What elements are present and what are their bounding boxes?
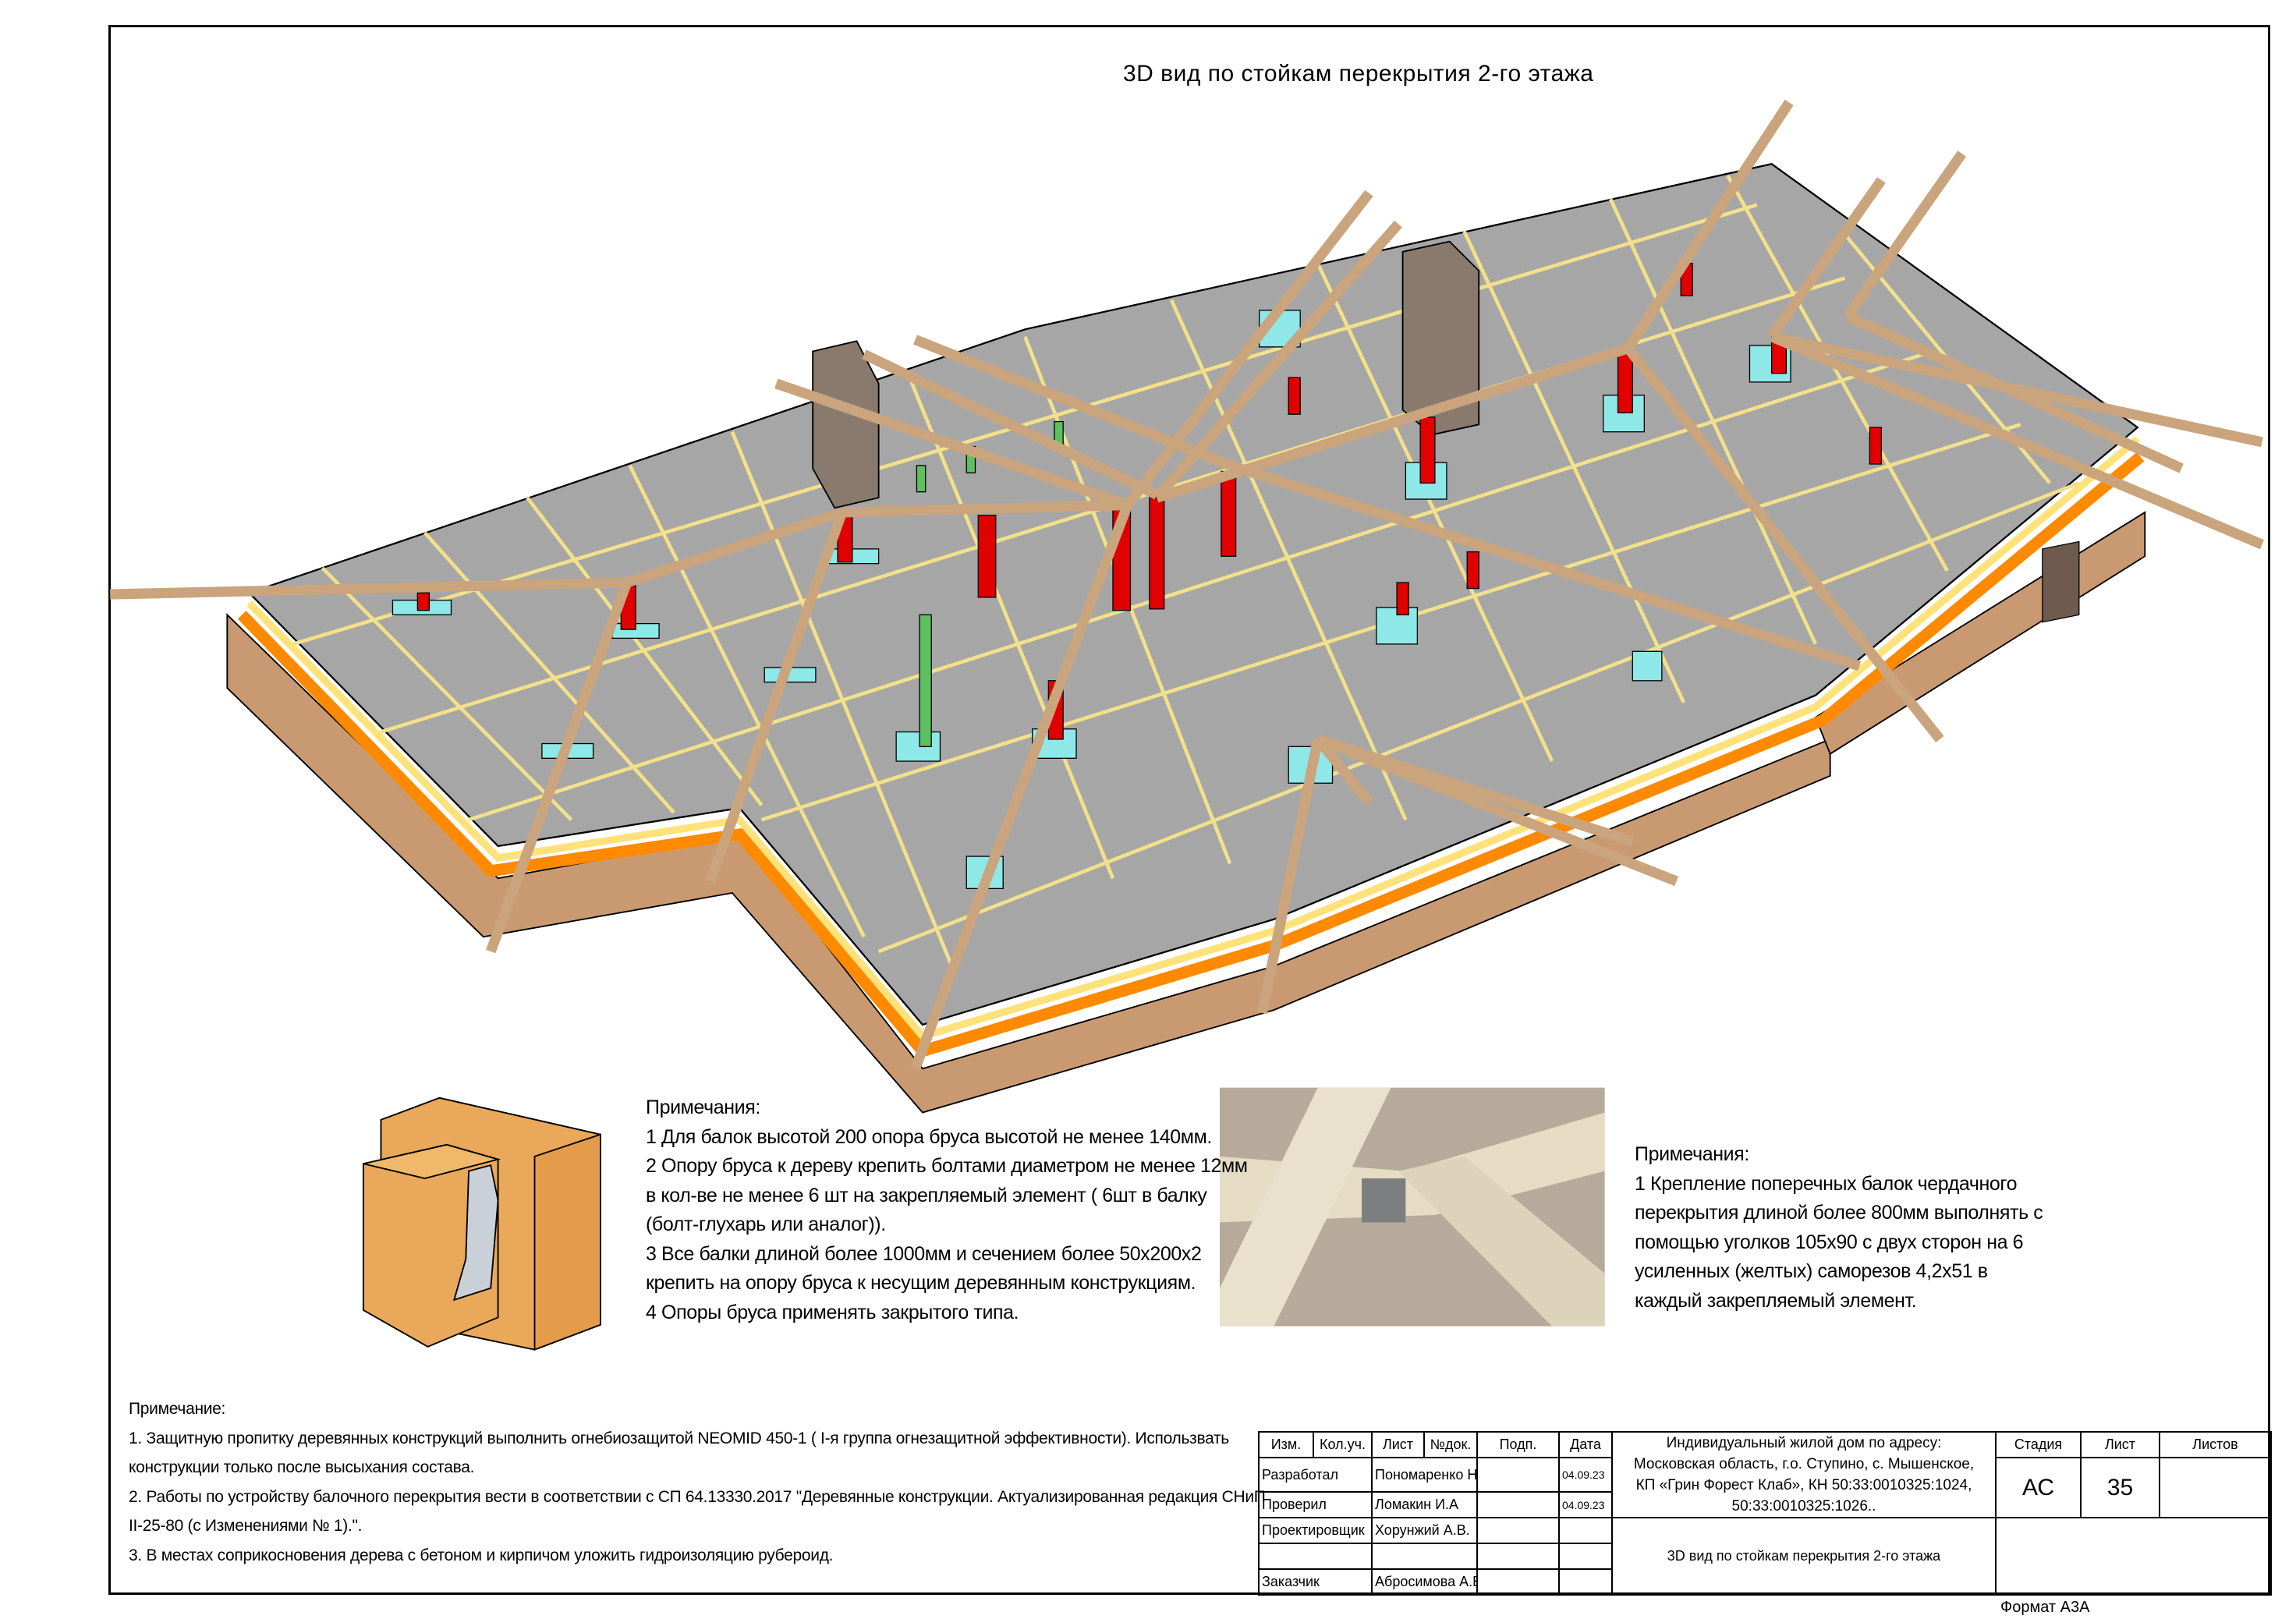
empty-cell	[1995, 1517, 2272, 1596]
sign-cell	[1476, 1568, 1560, 1596]
note-line: помощью уголков 105х90 с двух сторон на …	[1635, 1231, 2024, 1253]
floor-deck	[247, 163, 2139, 1026]
role-cell: Разработал	[1258, 1457, 1373, 1493]
sheet-format-label: Формат А3А	[2000, 1599, 2090, 1616]
sign-cell	[1476, 1491, 1560, 1518]
joist-hanger-illustration	[362, 1096, 601, 1351]
project-address: Индивидуальный жилой дом по адресу: Моск…	[1611, 1431, 1997, 1518]
note-line: 3 Все балки длиной более 1000мм и сечени…	[646, 1242, 1202, 1265]
stage-label: Стадия	[1995, 1431, 2082, 1458]
joists	[292, 175, 2080, 967]
header-cell: Кол.уч.	[1313, 1431, 1373, 1458]
notes-heading: Примечания:	[1635, 1143, 1749, 1165]
sheet-label: Лист	[2080, 1431, 2160, 1458]
role-cell	[1258, 1543, 1373, 1570]
name-cell: Ломакин И.А	[1371, 1491, 1478, 1518]
sign-cell	[1476, 1517, 1560, 1544]
note-line: усиленных (желтых) саморезов 4,2х51 в	[1635, 1260, 1988, 1282]
role-cell: Проектировщик	[1258, 1517, 1373, 1544]
header-cell: Изм.	[1258, 1431, 1314, 1458]
3d-floor-view	[110, 99, 2264, 1114]
chimneys	[812, 240, 1480, 509]
notes-middle: Примечания: 1 Для балок высотой 200 опор…	[646, 1093, 1248, 1327]
temporary-green-posts	[916, 420, 1064, 747]
note-line: II-25-80 (с Изменениями № 1).".	[129, 1517, 363, 1535]
notes-right: Примечания: 1 Крепление поперечных балок…	[1635, 1140, 2043, 1316]
header-cell: Лист	[1371, 1431, 1425, 1458]
note-line: 1 Для балок высотой 200 опора бруса высо…	[646, 1125, 1212, 1148]
header-cell: №док.	[1423, 1431, 1478, 1458]
note-line: 3. В местах соприкосновения дерева с бет…	[129, 1546, 834, 1564]
note-line: 2 Опору бруса к дереву крепить болтами д…	[646, 1155, 1248, 1177]
date-cell	[1558, 1568, 1613, 1596]
name-cell: Пономаренко Н.А.	[1371, 1457, 1478, 1493]
role-cell: Проверил	[1258, 1491, 1373, 1518]
note-line: 1. Защитную пропитку деревянных конструк…	[129, 1429, 1229, 1447]
note-line: конструкции только после высыхания соста…	[129, 1458, 475, 1476]
note-line: перекрытия длиной более 800мм выполнять …	[1635, 1202, 2043, 1224]
sheets-label: Листов	[2159, 1431, 2272, 1458]
beam-connection-photo	[1219, 1087, 1605, 1327]
notes-heading: Примечание:	[129, 1400, 226, 1418]
title-block: Изм. Кол.уч. Лист №док. Подп. Дата Индив…	[1258, 1431, 2272, 1596]
header-cell: Подп.	[1476, 1431, 1560, 1458]
date-cell: 04.09.23	[1558, 1491, 1613, 1518]
name-cell	[1371, 1543, 1478, 1570]
rafters	[110, 99, 2264, 1071]
note-line: каждый закрепляемый элемент.	[1635, 1289, 1917, 1312]
sign-cell	[1476, 1543, 1560, 1570]
date-cell: 04.09.23	[1558, 1457, 1613, 1493]
header-cell: Дата	[1558, 1431, 1613, 1458]
drawing-frame	[108, 25, 2270, 1595]
sheets-value	[2159, 1457, 2272, 1518]
notes-general: Примечание: 1. Защитную пропитку деревян…	[129, 1394, 1266, 1570]
role-cell: Заказчик	[1258, 1568, 1373, 1596]
date-cell	[1558, 1543, 1613, 1570]
note-line: 4 Опоры бруса применять закрытого типа.	[646, 1301, 1019, 1323]
note-line: в кол-ве не менее 6 шт на закрепляемый э…	[646, 1184, 1207, 1206]
name-cell: Хорунжий А.В.	[1371, 1517, 1478, 1544]
note-line: (болт-глухарь или аналог)).	[646, 1213, 886, 1235]
stage-value: АС	[1995, 1457, 2082, 1518]
sheet-title: 3D вид по стойкам перекрытия 2-го этажа	[1611, 1517, 1997, 1596]
sign-cell	[1476, 1457, 1560, 1493]
sheet-value: 35	[2080, 1457, 2160, 1518]
note-line: крепить на опору бруса к несущим деревян…	[646, 1272, 1196, 1294]
notes-heading: Примечания:	[646, 1096, 760, 1118]
name-cell: Абросимова А.В.	[1371, 1568, 1478, 1596]
date-cell	[1558, 1517, 1613, 1544]
note-line: 2. Работы по устройству балочного перекр…	[129, 1487, 1266, 1506]
drawing-title: 3D вид по стойкам перекрытия 2-го этажа	[1123, 61, 1594, 87]
note-line: 1 Крепление поперечных балок чердачного	[1635, 1172, 2018, 1195]
